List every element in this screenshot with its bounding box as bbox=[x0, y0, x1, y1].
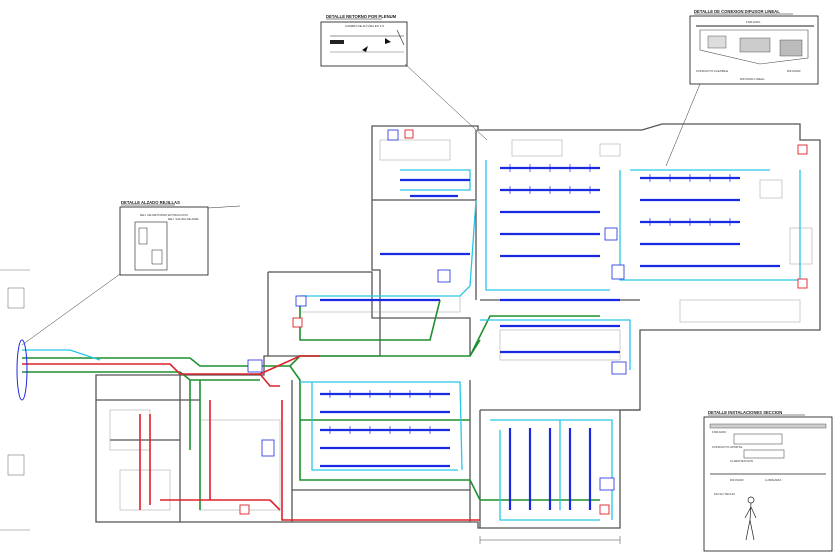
detail-section-duct: CLIMATIZACION bbox=[730, 459, 753, 463]
detail-grille-return: REJ. DE RETORNO EXTRACCION bbox=[140, 213, 188, 217]
facade-inlet bbox=[16, 339, 28, 401]
detail-plenum-note: CAMBIO DE ALTURA EN 1.5 bbox=[345, 24, 384, 28]
detail-grille-supply: REJ. SALIDA DE AIRE bbox=[168, 217, 199, 221]
detail-section-ceiling: FALSO TECHO bbox=[714, 492, 736, 496]
detail-diffuser-linear: DIFUSOR LINEAL bbox=[740, 77, 765, 81]
supply-ducts bbox=[22, 299, 600, 510]
detail-diffuser-title: DETALLE DE CONEXION DIFUSOR LINEAL bbox=[694, 9, 780, 14]
detail-plenum-box: DETALLE RETORNO POR PLENUM CAMBIO DE ALT… bbox=[320, 14, 408, 67]
detail-diffuser-flex: CONDUCTO FLEXIBLE bbox=[696, 69, 728, 73]
return-ducts bbox=[22, 355, 480, 521]
red-markers bbox=[239, 129, 808, 515]
detail-diffuser-box: DETALLE DE CONEXION DIFUSOR LINEAL FORJA… bbox=[689, 9, 819, 85]
person-figure bbox=[744, 496, 757, 541]
detail-section-lamp: LUMINARIA bbox=[765, 478, 781, 482]
detail-section-supply: CONDUCTO APORTE bbox=[712, 445, 742, 449]
detail-plenum-title: DETALLE RETORNO POR PLENUM bbox=[326, 14, 397, 19]
equipment-units bbox=[247, 129, 627, 491]
detail-section-diffuser: DIFUSOR bbox=[730, 478, 744, 482]
detail-grille-box: DETALLE ALZADO REJILLAS REJ. DE RETORNO … bbox=[119, 200, 209, 276]
detail-section-title: DETALLE INSTALACIONES SECCION bbox=[708, 410, 782, 415]
detail-section-box: DETALLE INSTALACIONES SECCION FORJADO CO… bbox=[703, 410, 833, 552]
detail-section-slab: FORJADO bbox=[712, 430, 727, 434]
diffuser-ticks bbox=[329, 164, 731, 434]
diffuser-rows bbox=[320, 166, 780, 510]
detail-diffuser-slab: FORJADO bbox=[746, 20, 761, 24]
cyan-branches bbox=[22, 160, 801, 521]
detail-diffuser-diff: DIFUSOR bbox=[787, 69, 801, 73]
exterior-left bbox=[0, 269, 30, 531]
detail-grille-title: DETALLE ALZADO REJILLAS bbox=[121, 200, 180, 205]
dimension-line bbox=[479, 536, 621, 544]
